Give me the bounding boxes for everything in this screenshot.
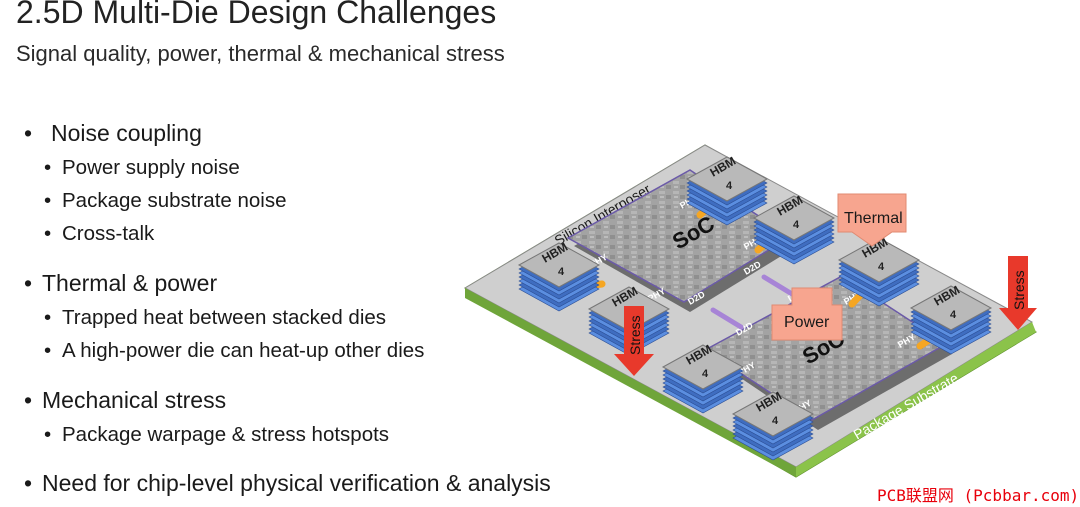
d2d-arrows xyxy=(710,274,795,330)
bullet-label: Mechanical stress xyxy=(42,387,227,413)
stress-label: Stress xyxy=(627,315,643,355)
thermal-label: Thermal xyxy=(844,210,903,227)
sub-bullet-label: Power supply noise xyxy=(62,156,240,179)
power-label: Power xyxy=(784,314,830,331)
hbm-number: 4 xyxy=(878,261,885,273)
slide-title: 2.5D Multi-Die Design Challenges xyxy=(16,0,497,30)
sub-bullet-label: Package warpage & stress hotspots xyxy=(62,423,390,446)
hbm-number: 4 xyxy=(772,415,779,427)
sub-bullet: •Package substrate noise xyxy=(44,189,287,212)
sub-bullet-label: Trapped heat between stacked dies xyxy=(62,306,387,329)
watermark: PCB联盟网 (Pcbbar.com) xyxy=(877,486,1080,505)
bullet-verification: •Need for chip-level physical verificati… xyxy=(24,470,551,496)
bullet-thermal-power: •Thermal & power xyxy=(24,270,218,296)
sub-bullet: •Package warpage & stress hotspots xyxy=(44,423,390,446)
sub-bullet-label: Package substrate noise xyxy=(62,189,287,212)
sub-bullet: •Trapped heat between stacked dies xyxy=(44,306,387,329)
bullet-noise-coupling: •Noise coupling xyxy=(24,120,202,146)
power-callout: Power xyxy=(771,287,843,341)
bullet-label: Noise coupling xyxy=(51,120,202,146)
slide-subtitle: Signal quality, power, thermal & mechani… xyxy=(16,41,505,66)
stress-arrow-left: Stress xyxy=(614,306,654,376)
hbm-number: 4 xyxy=(726,180,733,192)
sub-bullet: •A high-power die can heat-up other dies xyxy=(44,339,425,362)
hbm-number: 4 xyxy=(793,219,800,231)
sub-bullet-label: A high-power die can heat-up other dies xyxy=(62,339,425,362)
sub-bullet: •Power supply noise xyxy=(44,156,240,179)
bullet-label: Need for chip-level physical verificatio… xyxy=(42,470,551,496)
hbm-number: 4 xyxy=(558,266,565,278)
bullet-mechanical-stress: •Mechanical stress xyxy=(24,387,227,413)
stress-label: Stress xyxy=(1011,270,1027,310)
sub-bullet-label: Cross-talk xyxy=(62,222,155,245)
thermal-callout: Thermal xyxy=(837,193,907,247)
hbm-stacks: HBM4HBM4HBM4HBM4HBM4HBM4HBM4HBM4 xyxy=(517,154,993,461)
hbm-number: 4 xyxy=(950,309,957,321)
hbm-number: 4 xyxy=(702,368,709,380)
bullet-label: Thermal & power xyxy=(42,270,218,296)
stress-arrow-right: Stress xyxy=(999,256,1037,330)
sub-bullet: •Cross-talk xyxy=(44,222,155,245)
